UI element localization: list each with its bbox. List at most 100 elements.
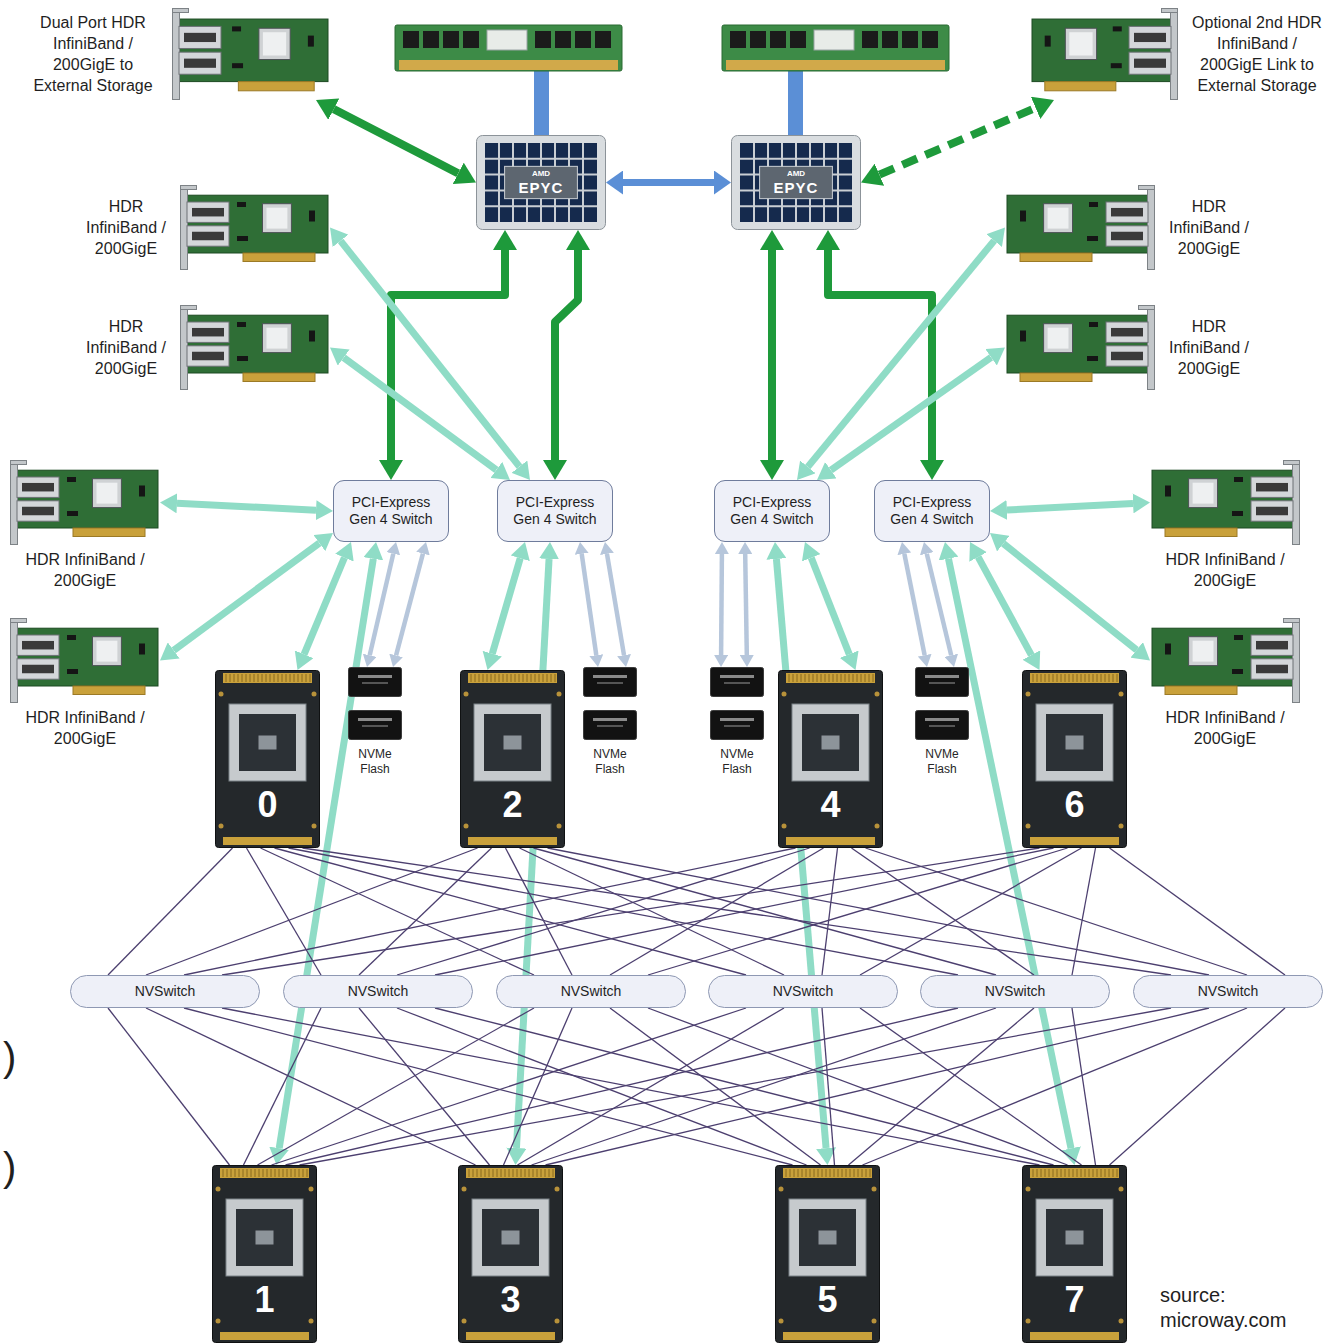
- controller-lid: [1193, 641, 1214, 662]
- mount-dot: [216, 1187, 221, 1192]
- controller-lid: [1069, 32, 1092, 55]
- pcie-device-link: [776, 559, 826, 1148]
- gpu-board: [1023, 1166, 1127, 1343]
- port-cage: [17, 477, 59, 497]
- card-board: [1007, 195, 1148, 253]
- component: [232, 26, 241, 31]
- card-label: HDR InfiniBand / 200GigE: [74, 316, 178, 379]
- gpu-board: [779, 671, 883, 848]
- box-text-area: NVSwitch: [709, 976, 897, 1007]
- nvlink-line: [435, 848, 1054, 975]
- gpu-connector: [220, 1168, 309, 1178]
- connector-pins: [226, 674, 310, 682]
- port-cage: [1251, 477, 1293, 497]
- chip-logo-text: AMD: [787, 169, 805, 179]
- box-text-area: NVSwitch: [71, 976, 259, 1007]
- pcie-switch: PCI-Express Gen 4 Switch: [497, 480, 613, 542]
- mount-dot: [872, 1319, 877, 1324]
- gold-fingers: [243, 373, 315, 382]
- component: [1165, 486, 1171, 497]
- nvlink-line: [1072, 1008, 1096, 1165]
- gpu-board: [1023, 671, 1127, 848]
- connector-pins: [1033, 1169, 1117, 1177]
- gold-fingers: [1165, 686, 1237, 695]
- mount-dot: [555, 1319, 560, 1324]
- nvlink-line: [506, 848, 573, 975]
- gpu-board: [216, 671, 320, 848]
- controller-chip: [1189, 637, 1218, 666]
- nvlink-line: [146, 1008, 476, 1165]
- chip-marking: [593, 675, 627, 678]
- gpu-number: 2: [460, 784, 565, 826]
- chip-logo-text: AMD: [532, 169, 550, 179]
- card-board: [1007, 315, 1148, 373]
- gpu-number: 5: [775, 1279, 880, 1321]
- flash-chip: [711, 668, 764, 697]
- port-cage: [1251, 659, 1293, 679]
- component: [308, 36, 314, 47]
- port-slot: [1256, 507, 1288, 516]
- pcie-switch: PCI-Express Gen 4 Switch: [333, 480, 449, 542]
- component: [309, 331, 315, 342]
- bracket-tab: [1284, 461, 1300, 465]
- network-card-art: [1007, 186, 1155, 270]
- chip-marking: [925, 718, 959, 721]
- component: [237, 356, 248, 361]
- card-bracket: [181, 186, 188, 270]
- heat-spreader: [1036, 704, 1113, 781]
- gpu-number: 3: [458, 1279, 563, 1321]
- port-cage: [1106, 226, 1148, 246]
- chip-marking: [724, 725, 750, 727]
- port-slot: [192, 328, 224, 337]
- gpu-connector: [1030, 673, 1119, 683]
- gpu-board: [461, 671, 565, 848]
- nic-picture: [1150, 460, 1300, 545]
- pcie-device-link: [831, 357, 991, 470]
- component: [232, 63, 243, 68]
- gpu-module: 6: [1022, 670, 1127, 848]
- nvme-link: [370, 554, 394, 656]
- nvme-art: [711, 668, 764, 740]
- controller-lid: [1193, 483, 1214, 504]
- component: [67, 635, 76, 640]
- gpu-logo: [502, 1231, 520, 1245]
- port-cage: [187, 322, 229, 342]
- card-label: HDR InfiniBand / 200GigE: [20, 549, 150, 591]
- gpu-connector: [220, 1332, 309, 1340]
- nvme-link: [904, 554, 924, 655]
- mount-dot: [219, 692, 224, 697]
- gpu-connector: [1030, 1332, 1119, 1340]
- gpu-die: [1046, 714, 1103, 771]
- cpu-art: [732, 136, 861, 230]
- pcie-device-link: [1007, 503, 1133, 510]
- gold-fingers: [73, 528, 145, 537]
- card-bracket: [11, 619, 18, 703]
- network-card: HDR InfiniBand / 200GigE: [10, 460, 160, 545]
- port-slot: [1256, 641, 1288, 650]
- port-slot: [192, 232, 224, 241]
- card-label: HDR InfiniBand / 200GigE: [1157, 316, 1261, 379]
- card-board: [187, 195, 328, 253]
- nvme-link: [719, 554, 724, 655]
- port-slot: [1111, 328, 1143, 337]
- mount-dot: [1119, 824, 1124, 829]
- nic-picture: [1005, 185, 1155, 270]
- mount-dot: [1026, 824, 1031, 829]
- pcie-device-link: [174, 543, 320, 650]
- port-cage: [1106, 322, 1148, 342]
- memory-module: [395, 25, 622, 136]
- memory-board: [395, 25, 622, 71]
- chip-logo-text: EPYC: [774, 179, 819, 196]
- mount-dot: [779, 1187, 784, 1192]
- memory-link: [534, 70, 549, 136]
- gpu-logo: [819, 1231, 837, 1245]
- card-bracket: [1293, 619, 1300, 703]
- port-slot: [1111, 232, 1143, 241]
- nvlink-line: [1110, 848, 1286, 975]
- port-slot: [1134, 33, 1166, 42]
- switch-label: PCI-Express Gen 4 Switch: [341, 494, 441, 528]
- gpu-connector: [223, 673, 312, 683]
- component: [1087, 236, 1098, 241]
- gpu-module: 2: [460, 670, 565, 848]
- network-card-art: [173, 9, 329, 100]
